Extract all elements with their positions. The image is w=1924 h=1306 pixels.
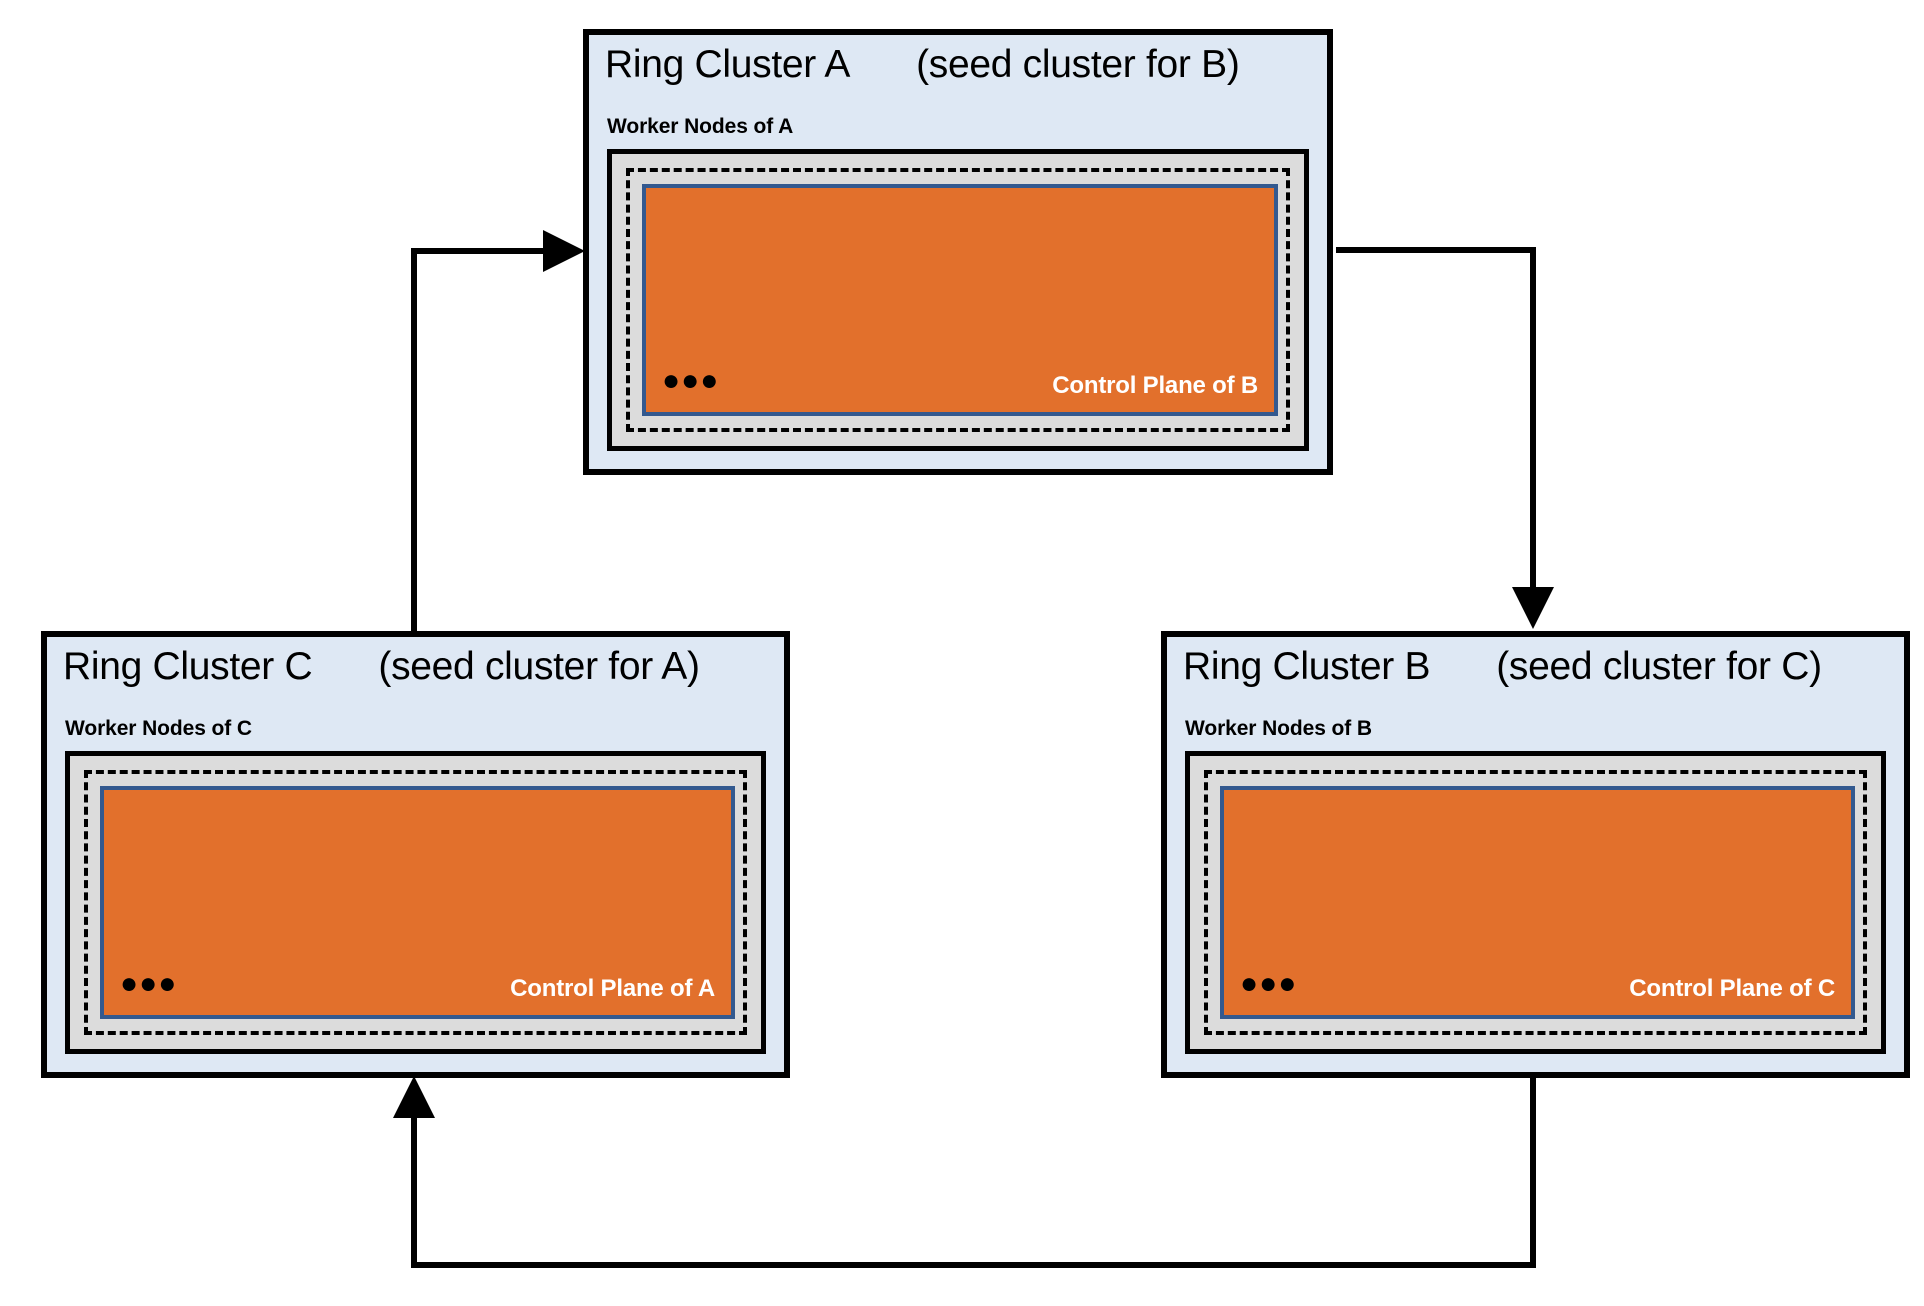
- cluster-c-title: Ring Cluster C (seed cluster for A): [63, 645, 700, 689]
- cluster-c-control-plane-box[interactable]: ●●● Control Plane of A: [100, 786, 735, 1019]
- cluster-a-control-plane-box[interactable]: ●●● Control Plane of B: [642, 184, 1278, 416]
- cluster-a-seed-note: (seed cluster for B): [916, 43, 1240, 86]
- cluster-b-dashed-boundary: ●●● Control Plane of C: [1204, 770, 1867, 1035]
- cluster-b-worker-nodes-label: Worker Nodes of B: [1185, 717, 1372, 740]
- cluster-b-control-plane-box[interactable]: ●●● Control Plane of C: [1220, 786, 1855, 1019]
- cluster-c-worker-node-box: ●●● Control Plane of A: [65, 751, 766, 1054]
- cluster-a-dashed-boundary: ●●● Control Plane of B: [626, 168, 1290, 432]
- cluster-c[interactable]: Ring Cluster C (seed cluster for A) Work…: [41, 631, 790, 1078]
- cluster-b[interactable]: Ring Cluster B (seed cluster for C) Work…: [1161, 631, 1910, 1078]
- cluster-b-worker-node-box: ●●● Control Plane of C: [1185, 751, 1886, 1054]
- cluster-c-name: Ring Cluster C: [63, 645, 313, 688]
- cluster-b-seed-note: (seed cluster for C): [1496, 645, 1822, 688]
- cluster-a-name: Ring Cluster A: [605, 43, 851, 86]
- cluster-a-control-plane-label: Control Plane of B: [1052, 372, 1258, 399]
- arrow-b-to-c: [393, 1076, 1536, 1268]
- ellipsis-dots-icon: ●●●: [662, 364, 720, 397]
- arrow-a-to-b: [1336, 247, 1554, 629]
- cluster-c-control-plane-label: Control Plane of A: [510, 975, 715, 1002]
- ellipsis-dots-icon: ●●●: [1240, 967, 1298, 1000]
- cluster-a-worker-node-box: ●●● Control Plane of B: [607, 149, 1309, 451]
- cluster-a[interactable]: Ring Cluster A (seed cluster for B) Work…: [583, 29, 1333, 475]
- cluster-c-worker-nodes-label: Worker Nodes of C: [65, 717, 252, 740]
- cluster-c-dashed-boundary: ●●● Control Plane of A: [84, 770, 747, 1035]
- ellipsis-dots-icon: ●●●: [120, 967, 178, 1000]
- cluster-a-worker-nodes-label: Worker Nodes of A: [607, 115, 794, 138]
- cluster-b-title: Ring Cluster B (seed cluster for C): [1183, 645, 1822, 689]
- cluster-c-seed-note: (seed cluster for A): [378, 645, 700, 688]
- cluster-b-name: Ring Cluster B: [1183, 645, 1431, 688]
- cluster-b-control-plane-label: Control Plane of C: [1629, 975, 1835, 1002]
- arrow-c-to-a: [411, 230, 585, 631]
- cluster-a-title: Ring Cluster A (seed cluster for B): [605, 43, 1240, 87]
